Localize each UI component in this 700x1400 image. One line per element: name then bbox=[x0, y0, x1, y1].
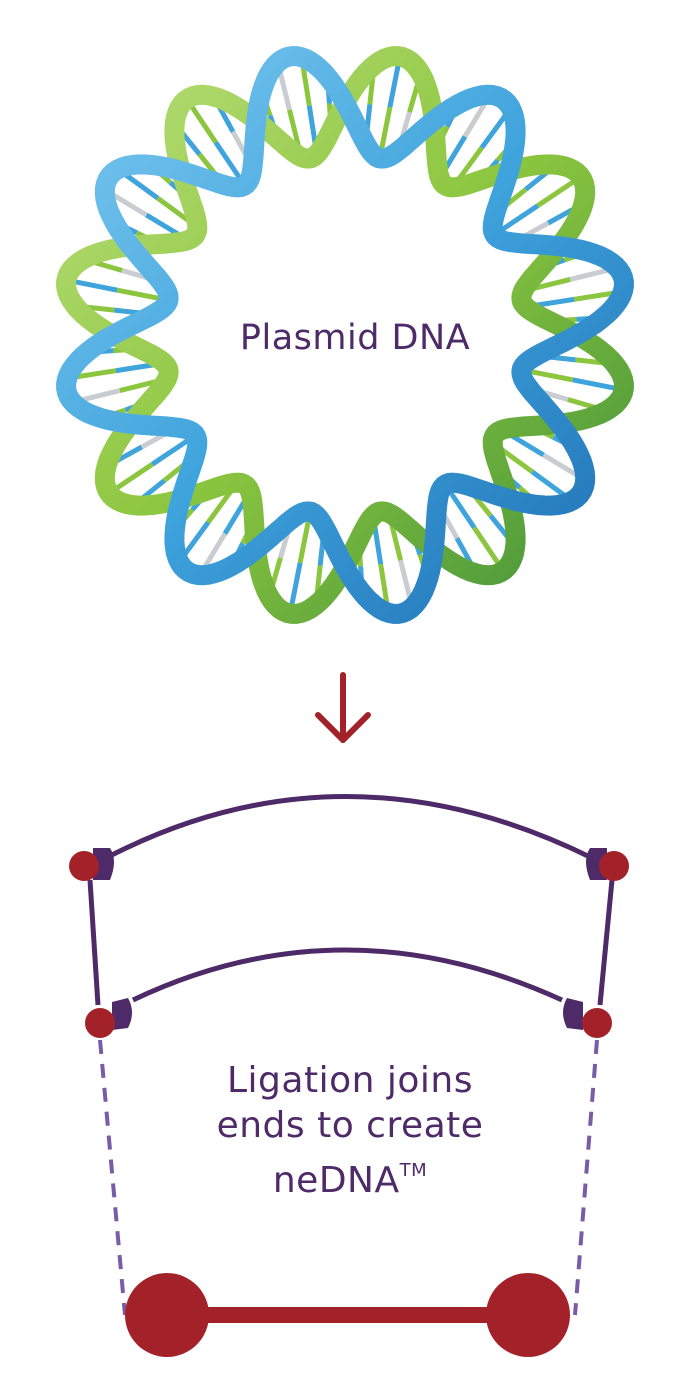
plasmid-dna-helix bbox=[56, 46, 634, 624]
dashed-connectors bbox=[98, 1039, 599, 1316]
caption-line-3: neDNATM bbox=[160, 1148, 540, 1203]
upper-dna-fragment bbox=[69, 794, 629, 1006]
right-end-cap bbox=[586, 848, 629, 881]
nedna-dumbbell bbox=[125, 1273, 570, 1357]
left-lower-end-cap bbox=[85, 998, 132, 1038]
nedna-term: neDNA bbox=[272, 1160, 400, 1201]
ligation-caption: Ligation joins ends to create neDNATM bbox=[160, 1058, 540, 1203]
caption-line-2: ends to create bbox=[216, 1105, 484, 1146]
arrow-down-icon bbox=[315, 672, 371, 743]
left-end-cap bbox=[69, 848, 114, 881]
caption-line-1: Ligation joins bbox=[227, 1060, 473, 1101]
lower-dna-fragment bbox=[85, 947, 612, 1038]
trademark-mark: TM bbox=[399, 1160, 428, 1181]
plasmid-dna-label: Plasmid DNA bbox=[239, 318, 471, 358]
blue-strand bbox=[56, 46, 634, 624]
right-lower-end-cap bbox=[563, 998, 612, 1038]
